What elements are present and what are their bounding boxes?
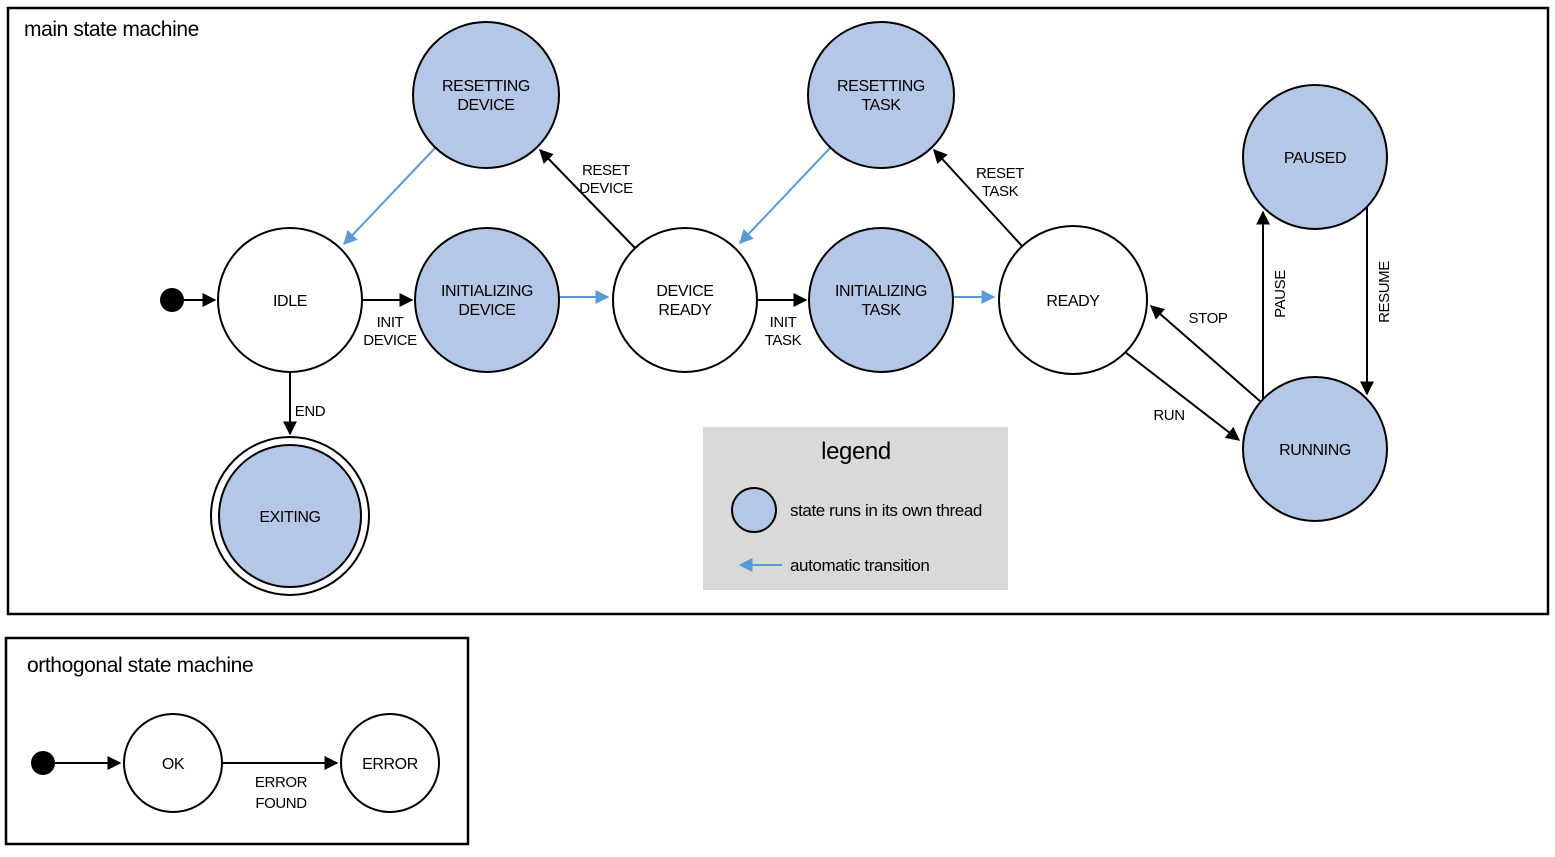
transition-reset-task-label-line2: TASK [982, 183, 1019, 200]
state-error-circle [340, 713, 440, 813]
transition-reset-device-arrow [539, 148, 636, 249]
state-resetting-task-label-line1: RESETTING [837, 78, 925, 95]
state-paused-circle [1242, 84, 1388, 230]
legend: legend state runs in its own thread auto… [703, 427, 1008, 590]
transition-error-found-label-line1: ERROR [255, 774, 308, 791]
state-ok-label: OK [162, 756, 185, 773]
state-running: RUNNING [1242, 376, 1388, 522]
state-resetting-task-label-line2: TASK [861, 97, 901, 114]
legend-thread-state-icon [731, 487, 777, 533]
state-running-circle [1242, 376, 1388, 522]
state-device-ready-label-line1: DEVICE [656, 283, 713, 300]
state-error-label: ERROR [362, 756, 418, 773]
state-resetting-device: RESETTING DEVICE [412, 21, 560, 169]
transition-init-device-label-line1: INIT [377, 314, 404, 331]
state-resetting-device-label-line1: RESETTING [442, 78, 530, 95]
auto-transition-resetting-task-to-device-ready-arrow [739, 146, 832, 245]
transition-reset-device-label-line1: RESET [582, 162, 630, 179]
main-machine-border [6, 6, 1550, 616]
legend-auto-transition-label: automatic transition [790, 556, 929, 575]
state-initializing-task-label-line1: INITIALIZING [835, 283, 927, 300]
state-ready: READY [998, 225, 1148, 375]
main-machine-title: main state machine [24, 18, 199, 41]
transition-run-arrow [1124, 351, 1241, 441]
state-ok-circle [123, 713, 223, 813]
state-initializing-task-circle [808, 227, 954, 373]
state-idle: IDLE [217, 227, 363, 373]
main-state-machine: main state machine INIT DEVICE INIT TASK… [6, 6, 1550, 616]
state-ok: OK [123, 713, 223, 813]
transition-init-task-label-line2: TASK [765, 332, 802, 349]
legend-thread-state-label: state runs in its own thread [790, 501, 982, 520]
state-exiting-circle [218, 444, 362, 588]
state-idle-circle [217, 227, 363, 373]
state-device-ready-circle [612, 227, 758, 373]
state-error: ERROR [340, 713, 440, 813]
orthogonal-state-machine: orthogonal state machine ERROR FOUND OK … [4, 636, 470, 846]
orthogonal-machine-border [4, 636, 470, 846]
state-resetting-task: RESETTING TASK [807, 21, 955, 169]
transition-reset-task-label-line1: RESET [976, 165, 1024, 182]
state-initializing-device-circle [414, 227, 560, 373]
transition-init-device-label-line2: DEVICE [363, 332, 417, 349]
transition-stop-arrow [1149, 305, 1262, 403]
state-running-label: RUNNING [1279, 442, 1351, 459]
auto-transition-resetting-device-to-idle-arrow [343, 146, 437, 246]
state-initializing-task: INITIALIZING TASK [808, 227, 954, 373]
state-ready-label: READY [1046, 293, 1100, 310]
transition-labels: INIT DEVICE INIT TASK RESET DEVICE RESET… [295, 162, 1393, 424]
state-device-ready-label-line2: READY [658, 302, 712, 319]
state-exiting-label: EXITING [259, 509, 320, 526]
transition-resume-label: RESUME [1376, 261, 1393, 323]
transition-end-label: END [295, 403, 326, 420]
transition-reset-device-label-line2: DEVICE [579, 180, 633, 197]
transition-error-found-label-line2: FOUND [255, 795, 307, 812]
state-resetting-device-circle [412, 21, 560, 169]
transition-init-task-label-line1: INIT [770, 314, 797, 331]
state-resetting-device-label-line2: DEVICE [457, 97, 514, 114]
state-initializing-device-label-line2: DEVICE [458, 302, 515, 319]
state-device-ready: DEVICE READY [612, 227, 758, 373]
orthogonal-initial-state-dot [31, 751, 55, 775]
transition-pause-label: PAUSE [1272, 270, 1289, 318]
state-initializing-task-label-line2: TASK [861, 302, 901, 319]
state-paused: PAUSED [1242, 84, 1388, 230]
state-paused-label: PAUSED [1284, 150, 1346, 167]
orthogonal-machine-title: orthogonal state machine [27, 654, 253, 677]
transition-stop-label: STOP [1189, 310, 1228, 327]
transition-run-label: RUN [1153, 407, 1184, 424]
state-exiting-final: EXITING [210, 436, 370, 596]
state-initializing-device-label-line1: INITIALIZING [441, 283, 533, 300]
state-initializing-device: INITIALIZING DEVICE [414, 227, 560, 373]
legend-title: legend [821, 438, 891, 465]
transition-reset-task-arrow [933, 148, 1023, 247]
state-ready-circle [998, 225, 1148, 375]
initial-state-dot [160, 288, 184, 312]
state-resetting-task-circle [807, 21, 955, 169]
state-idle-label: IDLE [273, 293, 307, 310]
